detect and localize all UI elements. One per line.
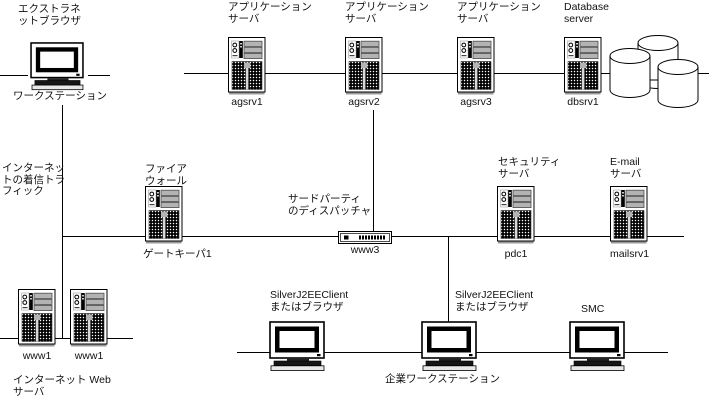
agsrv1-server-icon	[228, 37, 266, 95]
silver-client-workstation-icon	[266, 321, 328, 373]
agsrv2-label: agsrv2	[348, 96, 380, 108]
agsrv1-caption: アプリケーション サーバ	[228, 1, 312, 25]
email-server-caption: E-mail サーバ	[610, 156, 642, 180]
dispatcher-label: www3	[350, 244, 380, 256]
connector-application-bus	[184, 73, 709, 74]
connector-workstation-to-webservers	[62, 105, 63, 338]
agsrv3-label: agsrv3	[460, 96, 492, 108]
pdc1-label: pdc1	[504, 248, 528, 260]
connector-extranet-left	[0, 75, 28, 76]
firewall-caption: ファイア ウォール	[145, 163, 187, 187]
dispatcher-icon	[338, 231, 392, 244]
dbsrv1-server-icon	[564, 37, 602, 95]
agsrv2-caption: アプリケーション サーバ	[345, 1, 429, 25]
agsrv1-label: agsrv1	[231, 96, 263, 108]
dispatcher-caption: サードパーティ のディスパッチャ	[288, 193, 372, 217]
corporate-workstation-label: 企業ワークステーション	[385, 373, 500, 385]
database-cylinders-icon	[604, 34, 704, 108]
pdc1-server-icon	[497, 186, 535, 244]
agsrv3-caption: アプリケーション サーバ	[457, 1, 541, 25]
www1-server-icon-1	[18, 289, 56, 347]
smc-workstation-icon	[566, 321, 628, 373]
connector-webserver-bus	[0, 338, 133, 339]
connector-bus-to-corporate-workstation	[448, 237, 449, 323]
firewall-label: ゲートキーパ1	[143, 248, 212, 260]
www1-label-1: www1	[22, 350, 52, 362]
dbsrv1-label: dbsrv1	[567, 96, 599, 108]
extranet-workstation-icon	[26, 42, 88, 92]
dbsrv1-caption: Database server	[564, 1, 609, 25]
silver-client-caption-1: SilverJ2EEClient またはブラウザ	[270, 289, 349, 313]
smc-label: SMC	[581, 303, 605, 315]
workstation-label: ワークステーション	[13, 90, 107, 102]
security-server-caption: セキュリティ サーバ	[498, 156, 561, 180]
mailsrv1-label: mailsrv1	[610, 248, 650, 260]
agsrv2-server-icon	[345, 37, 383, 95]
agsrv3-server-icon	[457, 37, 495, 95]
www1-label-2: www1	[74, 350, 104, 362]
connector-agsrv2-to-dispatcher	[373, 110, 374, 232]
extranet-browser-caption: エクストラネ ットブラウザ	[18, 3, 81, 27]
silver-client-caption-2: SilverJ2EEClient またはブラウザ	[455, 289, 534, 313]
internet-web-servers-note: インターネット Web サーバ	[13, 374, 111, 398]
firewall-server-icon	[145, 186, 183, 244]
internet-traffic-note: インターネッ トの着信トラ フィック	[2, 162, 65, 197]
www1-server-icon-2	[70, 289, 108, 347]
corporate-workstation-icon	[418, 321, 480, 373]
connector-extranet-right-stub	[88, 75, 110, 76]
mailsrv1-server-icon	[610, 186, 648, 244]
